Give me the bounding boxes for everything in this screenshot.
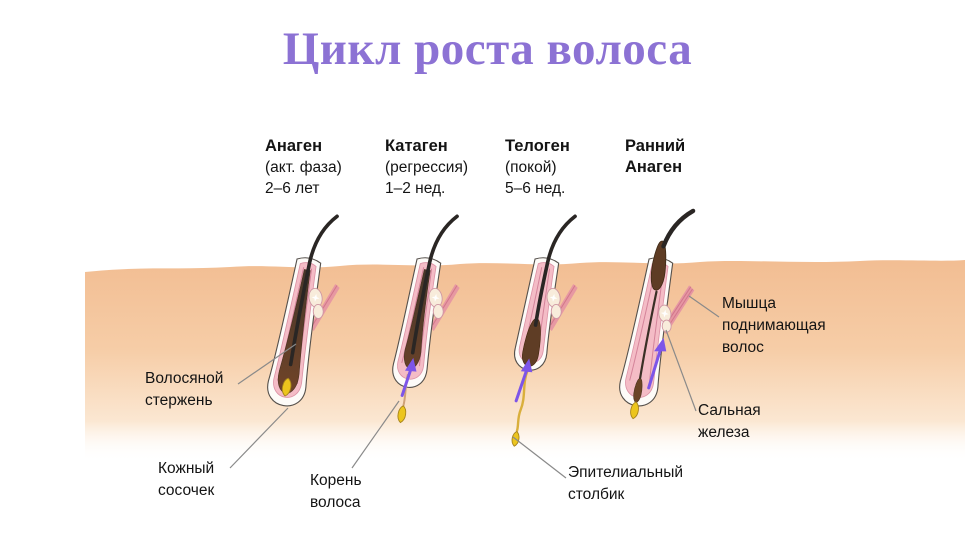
- stage-header-early-anagen: Ранний Анаген: [625, 136, 703, 178]
- leader-sebaceous-gland: [665, 329, 697, 412]
- stage-detail: 5–6 нед.: [505, 180, 566, 197]
- dermal-papilla: [397, 405, 407, 424]
- regression-arrow: [400, 368, 413, 397]
- arrector-muscle: [429, 284, 460, 331]
- follicle-catagen: [392, 214, 460, 424]
- stage-name: Катаген: [385, 137, 448, 155]
- label-epithelial-column: Эпителиальный столбик: [568, 464, 684, 503]
- leader-lines: [229, 295, 720, 479]
- label-sebaceous-gland: Сальная железа: [698, 402, 761, 441]
- hair-shaft: [288, 214, 339, 367]
- label-hair-shaft: Волосяной стержень: [145, 370, 224, 409]
- follicle-early-anagen: [619, 208, 696, 420]
- stage-header-catagen: Катаген (регрессия) 1–2 нед.: [385, 136, 497, 199]
- sebaceous-gland: [308, 287, 324, 319]
- stage-detail: (акт. фаза): [265, 159, 342, 176]
- follicle-anagen: [267, 214, 340, 407]
- leader-hair-root: [351, 400, 400, 469]
- page-title: Цикл роста волоса: [282, 23, 693, 75]
- dermal-papilla: [630, 401, 639, 420]
- hair-shaft: [410, 214, 459, 355]
- leader-epithelial-column: [512, 436, 567, 479]
- club-hair: [522, 318, 541, 367]
- rest-arrow: [514, 368, 529, 403]
- stage-detail: 2–6 лет: [265, 180, 320, 197]
- stage-detail: 1–2 нед.: [385, 180, 446, 197]
- regression-arrowhead: [404, 357, 417, 372]
- follicle-inner-sheath: [625, 262, 669, 398]
- epithelial-strand: [515, 369, 529, 432]
- leader-dermal-papilla: [229, 407, 289, 469]
- dermal-papilla: [281, 377, 292, 397]
- leader-hair-shaft: [237, 343, 297, 385]
- arrector-muscle: [547, 284, 578, 331]
- label-arrector-muscle: Мышца поднимающая волос: [722, 295, 826, 356]
- follicle-telogen: [511, 214, 578, 447]
- stage-header-telogen: Телоген (покой) 5–6 нед.: [505, 136, 617, 199]
- stage-name: Телоген: [505, 137, 570, 155]
- stage-header-anagen: Анаген (акт. фаза) 2–6 лет: [265, 136, 377, 199]
- old-hair-shaft: [661, 208, 696, 249]
- arrector-muscle: [309, 284, 340, 331]
- stage-detail: (покой): [505, 159, 557, 176]
- growth-arrowhead: [654, 337, 667, 352]
- rest-arrowhead: [520, 358, 533, 373]
- hair-shaft: [533, 214, 577, 327]
- new-hair: [637, 290, 658, 388]
- sebaceous-gland: [658, 304, 672, 333]
- stage-detail: (регрессия): [385, 159, 469, 176]
- sheath-streaks: [401, 267, 433, 367]
- leader-arrector-muscle: [688, 295, 720, 318]
- stage-name: Анаген: [265, 137, 323, 155]
- sebaceous-gland: [546, 287, 562, 319]
- old-club-hair: [650, 240, 667, 291]
- label-dermal-papilla: Кожный сосочек: [158, 460, 215, 499]
- growth-arrow: [647, 347, 663, 390]
- new-hair-root: [633, 378, 643, 404]
- sebaceous-gland: [428, 287, 444, 319]
- stage-name: Ранний Анаген: [625, 137, 686, 176]
- label-hair-root: Корень волоса: [310, 472, 362, 511]
